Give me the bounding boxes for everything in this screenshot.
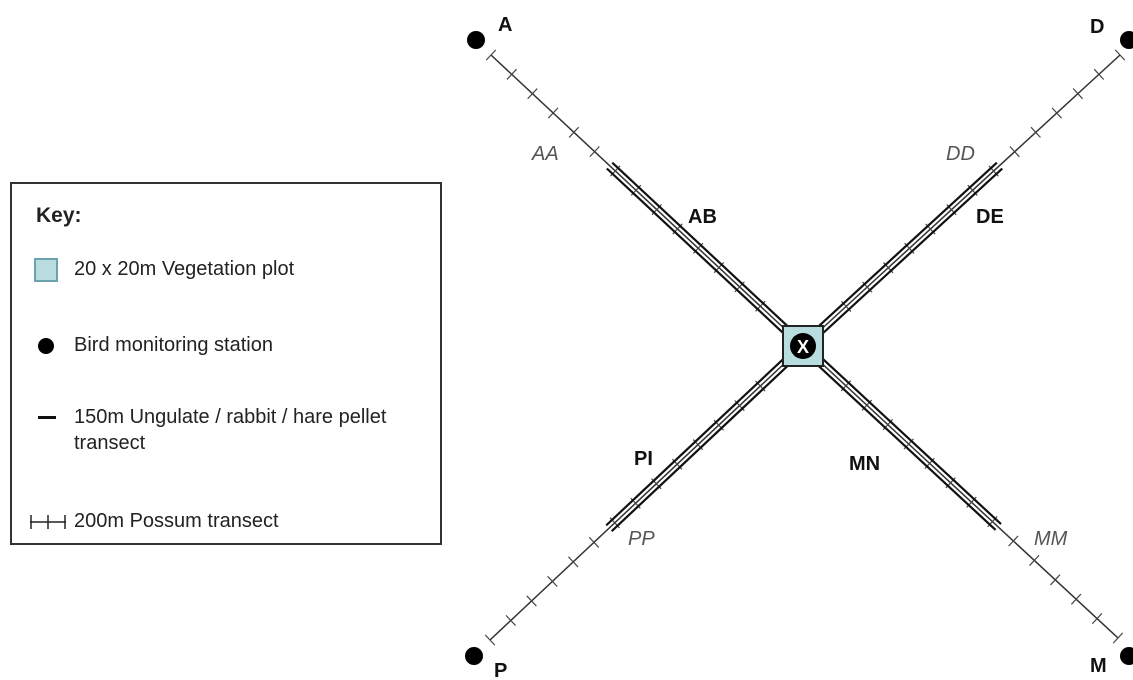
possum-tick-P-11	[547, 575, 558, 587]
key-label-bird-station: Bird monitoring station	[74, 334, 273, 356]
possum-tick-M-13	[1091, 613, 1103, 625]
possum-transect-line-D	[802, 54, 1121, 347]
pellet-transect-line-D-1	[818, 167, 1003, 338]
bird-station-D	[1120, 31, 1133, 49]
pellet-label-PI: PI	[634, 448, 653, 470]
pellet-transect-dash-icon	[28, 404, 74, 434]
pellet-transect-line-A-2	[606, 167, 788, 338]
station-label-D: D	[1090, 16, 1104, 38]
key-title: Key:	[36, 204, 82, 227]
possum-tick-A-10	[568, 126, 580, 138]
possum-tick-P-12	[526, 595, 537, 607]
key-row-possum-transect: 200m Possum transect	[28, 508, 414, 538]
pellet-transect-line-P-2	[610, 360, 794, 532]
pellet-transect-line-M-2	[818, 354, 1002, 525]
pellet-label-AB: AB	[688, 206, 717, 228]
possum-tick-D-14	[1114, 49, 1126, 61]
possum-tick-M-12	[1070, 593, 1082, 605]
possum-tick-M-14	[1112, 632, 1124, 644]
possum-tick-D-12	[1072, 88, 1084, 100]
pellet-label-MN: MN	[849, 453, 880, 475]
possum-tick-P-9	[588, 536, 600, 548]
possum-tick-A-11	[547, 107, 559, 119]
bird-station-P	[465, 647, 483, 665]
center-label: X	[797, 337, 809, 357]
possum-tick-M-10	[1029, 554, 1040, 566]
possum-label-MM: MM	[1034, 528, 1068, 550]
possum-tick-P-10	[567, 556, 579, 568]
vegetation-plot: X	[782, 325, 824, 367]
possum-tick-P-13	[505, 614, 517, 626]
key-label-vegetation-plot: 20 x 20m Vegetation plot	[74, 258, 295, 280]
key-label-pellet-transect: 150m Ungulate / rabbit / hare pellet tra…	[74, 406, 387, 454]
pellet-transect-line-D-2	[812, 161, 998, 332]
station-label-P: P	[494, 660, 507, 680]
possum-tick-P-14	[484, 634, 496, 646]
pellet-transect-line-P-1	[605, 354, 788, 527]
possum-label-PP: PP	[628, 528, 655, 550]
possum-tick-A-9	[589, 146, 600, 158]
possum-label-DD: DD	[946, 143, 975, 165]
key-label-possum-transect: 200m Possum transect	[74, 510, 279, 532]
possum-tick-A-12	[527, 88, 538, 100]
possum-tick-D-11	[1051, 107, 1062, 119]
possum-tick-A-13	[506, 68, 517, 80]
pellet-transect-line-A-1	[611, 161, 794, 332]
key-row-vegetation-plot: 20 x 20m Vegetation plot	[28, 256, 414, 286]
bird-station-M	[1120, 647, 1133, 665]
possum-tick-M-9	[1008, 535, 1019, 547]
possum-transect-line-M	[802, 345, 1119, 639]
vegetation-plot-square-icon	[28, 256, 74, 286]
pellet-label-DE: DE	[976, 206, 1004, 228]
possum-tick-D-9	[1009, 146, 1020, 158]
bird-station-A	[467, 31, 485, 49]
possum-transect-line-A	[490, 54, 804, 347]
possum-tick-D-10	[1030, 126, 1041, 138]
bird-station-dot-icon	[28, 332, 74, 362]
key-box: Key: 20 x 20m Vegetation plot Bird monit…	[10, 182, 442, 545]
pellet-transect-lines	[605, 161, 1003, 532]
pellet-transect-line-M-1	[812, 360, 997, 531]
station-label-A: A	[498, 14, 512, 36]
key-row-bird-station: Bird monitoring station	[28, 332, 414, 362]
possum-transect-ladder-icon	[28, 508, 74, 538]
possum-transect-line-P	[489, 345, 804, 641]
possum-tick-A-14	[485, 49, 497, 61]
possum-tick-M-11	[1050, 574, 1061, 586]
possum-tick-D-13	[1093, 68, 1105, 80]
key-row-pellet-transect: 150m Ungulate / rabbit / hare pellet tra…	[28, 404, 414, 456]
possum-label-AA: AA	[531, 143, 559, 165]
station-label-M: M	[1090, 655, 1107, 677]
